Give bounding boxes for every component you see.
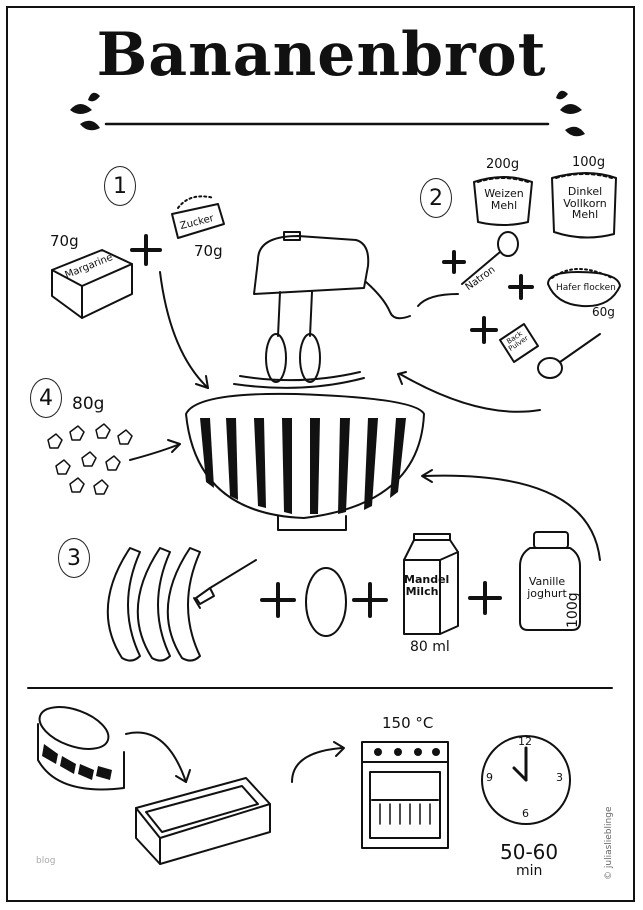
clock-number-12: 12 <box>518 735 532 748</box>
bananas-icon <box>106 547 201 662</box>
egg-icon <box>305 567 347 637</box>
clock-icon <box>481 735 571 825</box>
oven-icon <box>361 741 449 849</box>
watermark-text: blog <box>36 856 56 866</box>
arrow-icon-bottom <box>125 731 345 783</box>
mandelmilch-label: Mandel Milch <box>404 573 450 598</box>
mandelmilch-amount: 80 ml <box>410 639 450 655</box>
clock-number-3: 3 <box>556 771 563 784</box>
bake-time-value: 50-60 <box>500 840 559 864</box>
step-number-1: 1 <box>104 166 136 206</box>
recipe-title: Bananenbrot <box>96 20 547 90</box>
right-leaf-icon <box>556 90 585 137</box>
nuts-amount: 80g <box>72 394 105 414</box>
margarine-amount: 70g <box>50 232 79 250</box>
weizenmehl-bag-icon <box>473 176 533 226</box>
haferflocken-amount: 60g <box>592 305 615 319</box>
margarine-box-icon <box>51 249 133 319</box>
mandelmilch-carton-icon <box>403 533 459 635</box>
natron-spoon-icon <box>461 231 519 285</box>
joghurt-jar-icon <box>519 531 581 631</box>
oven-temperature: 150 °C <box>382 714 434 732</box>
dinkelmehl-bag-icon <box>551 172 617 239</box>
backpulver-packet-icon <box>499 323 601 379</box>
round-tin-icon <box>37 706 125 791</box>
step-number-2: 2 <box>420 178 452 218</box>
oven-knobs <box>374 748 440 756</box>
loaf-pan-icon <box>135 777 271 865</box>
plus-icon <box>130 234 534 618</box>
clock-number-6: 6 <box>522 807 529 820</box>
zucker-amount: 70g <box>194 242 223 260</box>
step-number-3: 3 <box>58 538 90 578</box>
nuts-pile-icon <box>47 423 133 495</box>
weizenmehl-label: Weizen Mehl <box>484 187 524 212</box>
dinkelmehl-amount: 100g <box>572 155 606 170</box>
bowl-stripes <box>200 418 406 514</box>
left-leaf-icon <box>70 92 100 131</box>
tin-stripes <box>42 744 112 780</box>
clock-number-9: 9 <box>486 771 493 784</box>
bake-time-unit: min <box>516 863 543 879</box>
haferflocken-bowl-icon <box>547 268 621 308</box>
sugar-bowl-icon <box>171 195 225 239</box>
joghurt-amount: 100g <box>565 592 581 628</box>
fork-icon <box>193 559 257 609</box>
joghurt-label: Vanille joghurt <box>527 575 567 600</box>
striped-bowl-icon <box>185 392 425 531</box>
arrow-icon <box>129 271 601 561</box>
oven-heat <box>379 803 431 825</box>
step-number-4: 4 <box>30 378 62 418</box>
credit-text: © juliaslieblinge <box>604 806 614 880</box>
dinkelmehl-label: Dinkel Vollkorn Mehl <box>563 185 607 222</box>
haferflocken-label: Hafer flocken <box>556 283 616 293</box>
hand-mixer-icon <box>233 231 411 389</box>
weizenmehl-amount: 200g <box>486 157 520 172</box>
page-frame <box>6 6 635 902</box>
